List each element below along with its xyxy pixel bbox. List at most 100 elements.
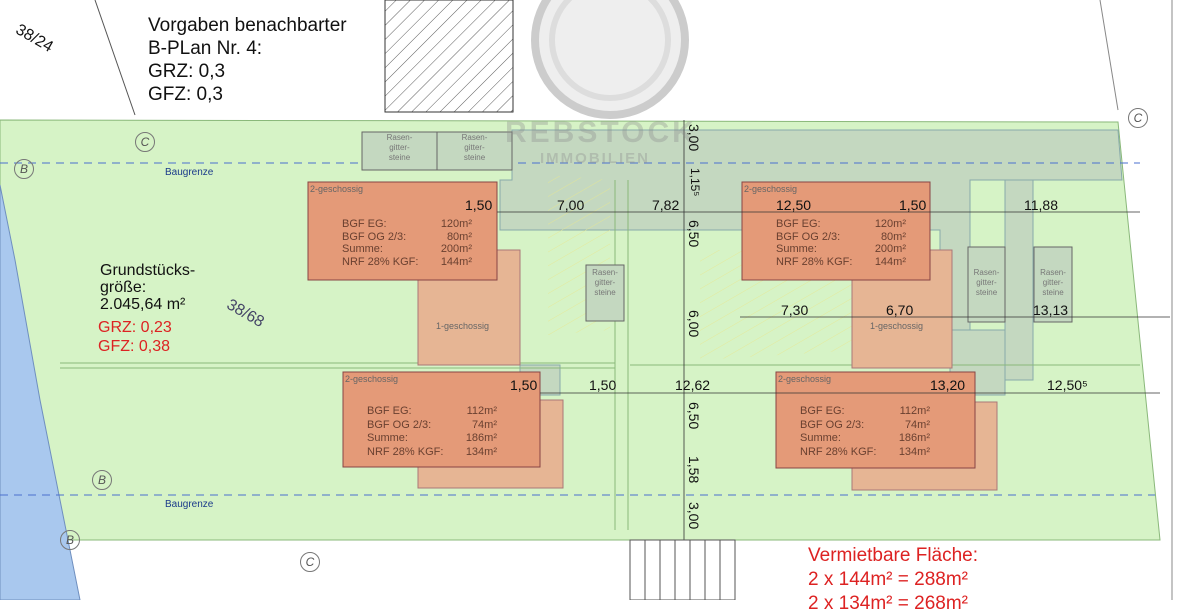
- storey-label: 1-geschossig: [870, 321, 924, 331]
- area-value: 144m²: [440, 255, 472, 268]
- rentable-title: Vermietbare Fläche:: [808, 545, 979, 566]
- dimension: 12,62: [675, 377, 711, 393]
- rentable-line: 2 x 134m² = 268m²: [808, 593, 968, 614]
- dimension: 12,50: [776, 197, 812, 213]
- house-1: [307, 181, 498, 281]
- area-label: Summe:: [367, 432, 408, 444]
- plot-label: größe:: [100, 279, 147, 296]
- rentable-line: 2 x 144m² = 288m²: [808, 569, 968, 590]
- dimension: 7,30: [781, 302, 809, 318]
- area-label: NRF 28% KGF:: [800, 445, 877, 458]
- rasengitter-label: Rasen- gitter- steine: [973, 268, 1000, 297]
- house-2: [741, 181, 931, 281]
- dimension-vertical: 3,00: [686, 502, 702, 530]
- watermark-text: REBSTOCK: [505, 116, 697, 149]
- boundary-line: [94, 0, 136, 116]
- house-3: [342, 371, 541, 468]
- storey-label: 2-geschossig: [744, 184, 798, 194]
- dimension: 6,70: [886, 302, 914, 318]
- area-label: BGF EG:: [342, 218, 387, 230]
- area-value: 80m²: [446, 230, 472, 243]
- area-value: 74m²: [904, 418, 930, 431]
- water-strip: [0, 184, 81, 600]
- dimension-vertical: 6,50: [686, 220, 702, 248]
- area-label: BGF OG 2/3:: [367, 418, 432, 431]
- area-label: Summe:: [776, 243, 817, 255]
- dimension: 1,50: [465, 197, 493, 213]
- area-label: BGF OG 2/3:: [800, 418, 865, 431]
- dimension: 1,50: [589, 377, 617, 393]
- dimension-vertical: 1,15⁵: [688, 168, 702, 197]
- dimension: 11,88: [1024, 197, 1058, 213]
- house-4-areas: BGF EG:112m² BGF OG 2/3:74m² Summe:186m²…: [800, 405, 930, 459]
- neighbor-rules: Vorgaben benachbarter B-PLan Nr. 4: GRZ:…: [148, 14, 347, 106]
- area-label: BGF OG 2/3:: [342, 230, 407, 243]
- area-value: 74m²: [471, 418, 497, 431]
- area-label: Summe:: [342, 243, 383, 255]
- area-label: BGF OG 2/3:: [776, 230, 841, 243]
- dimension-vertical: 1,58: [686, 456, 702, 484]
- dimension-vertical: 3,00: [686, 124, 702, 152]
- neighbor-gfz: GFZ: 0,3: [148, 84, 223, 105]
- area-value: 112m²: [466, 405, 497, 417]
- plot-grz: GRZ: 0,23: [98, 319, 172, 336]
- plot-info: Grundstücks- größe: 2.045,64 m²: [100, 262, 195, 313]
- area-value: 144m²: [874, 255, 906, 268]
- dimension-vertical: 6,50: [686, 402, 702, 430]
- rasengitter-label: Rasen- gitter- steine: [592, 268, 618, 297]
- area-label: NRF 28% KGF:: [776, 255, 853, 268]
- plot-ratios: GRZ: 0,23 GFZ: 0,38: [98, 318, 172, 356]
- dimension: 1,50: [899, 197, 927, 213]
- house-2-areas: BGF EG: 120m² BGF OG 2/3: 80m² Summe: 200m²…: [776, 218, 906, 268]
- boundary-line: [1099, 0, 1119, 111]
- plan-drawing: [0, 0, 1173, 600]
- area-value: 200m²: [440, 243, 472, 255]
- rasengitter-label: Rasen- gitter- steine: [386, 133, 413, 162]
- area-label: BGF EG:: [776, 218, 821, 230]
- plot-gfz: GFZ: 0,38: [98, 338, 171, 355]
- dimension-vertical: 6,00: [686, 310, 702, 338]
- plot-area-value: 2.045,64 m²: [100, 296, 186, 313]
- house-4: [775, 371, 976, 469]
- area-label: NRF 28% KGF:: [367, 445, 444, 458]
- area-value: 134m²: [465, 445, 497, 458]
- marker-b: B: [14, 159, 34, 179]
- neighbor-rules-line: Vorgaben benachbarter: [148, 15, 347, 36]
- area-value: 80m²: [880, 230, 906, 243]
- area-label: BGF EG:: [800, 405, 845, 417]
- area-value: 112m²: [899, 405, 930, 417]
- marker-c: C: [1128, 108, 1148, 128]
- storey-label: 2-geschossig: [345, 374, 399, 384]
- rasengitter-label: Rasen- gitter- steine: [1040, 268, 1066, 297]
- area-label: BGF EG:: [367, 405, 412, 417]
- area-value: 134m²: [898, 445, 930, 458]
- site-plan: REBSTOCK IMMOBILIEN Vorgaben benachbarte…: [0, 0, 1173, 614]
- rasengitter: [361, 131, 438, 171]
- storey-label: 1-geschossig: [436, 321, 490, 331]
- area-label: NRF 28% KGF:: [342, 255, 419, 268]
- watermark-subtext: IMMOBILIEN: [540, 150, 650, 167]
- baugrenze-label: Baugrenze: [165, 499, 214, 510]
- marker-c: C: [135, 132, 155, 152]
- house-1-areas: BGF EG: 120m² BGF OG 2/3: 80m² Summe: 200m²…: [342, 218, 472, 268]
- rasengitter-label: Rasen- gitter- steine: [461, 133, 488, 162]
- rentable-area: Vermietbare Fläche: 2 x 144m² = 288m² 2 …: [808, 544, 978, 616]
- area-value: 186m²: [465, 432, 497, 444]
- dimension: 7,00: [557, 197, 585, 213]
- storey-label: 2-geschossig: [778, 374, 832, 384]
- dimension: 1,50: [510, 377, 538, 393]
- neighbor-rules-line: B-PLan Nr. 4:: [148, 38, 263, 59]
- area-label: Summe:: [800, 432, 841, 444]
- area-value: 120m²: [874, 218, 906, 230]
- area-value: 120m²: [440, 218, 472, 230]
- storey-label: 2-geschossig: [310, 184, 364, 194]
- baugrenze-label: Baugrenze: [165, 167, 214, 178]
- area-value: 200m²: [874, 243, 906, 255]
- dimension: 7,82: [652, 197, 680, 213]
- neighbor-building: [384, 0, 514, 113]
- dimension: 13,20: [930, 377, 966, 393]
- plot-label: Grundstücks-: [100, 262, 196, 279]
- dimension: 13,13: [1033, 302, 1069, 318]
- marker-b: B: [60, 530, 80, 550]
- dimension: 12,50⁵: [1047, 377, 1088, 393]
